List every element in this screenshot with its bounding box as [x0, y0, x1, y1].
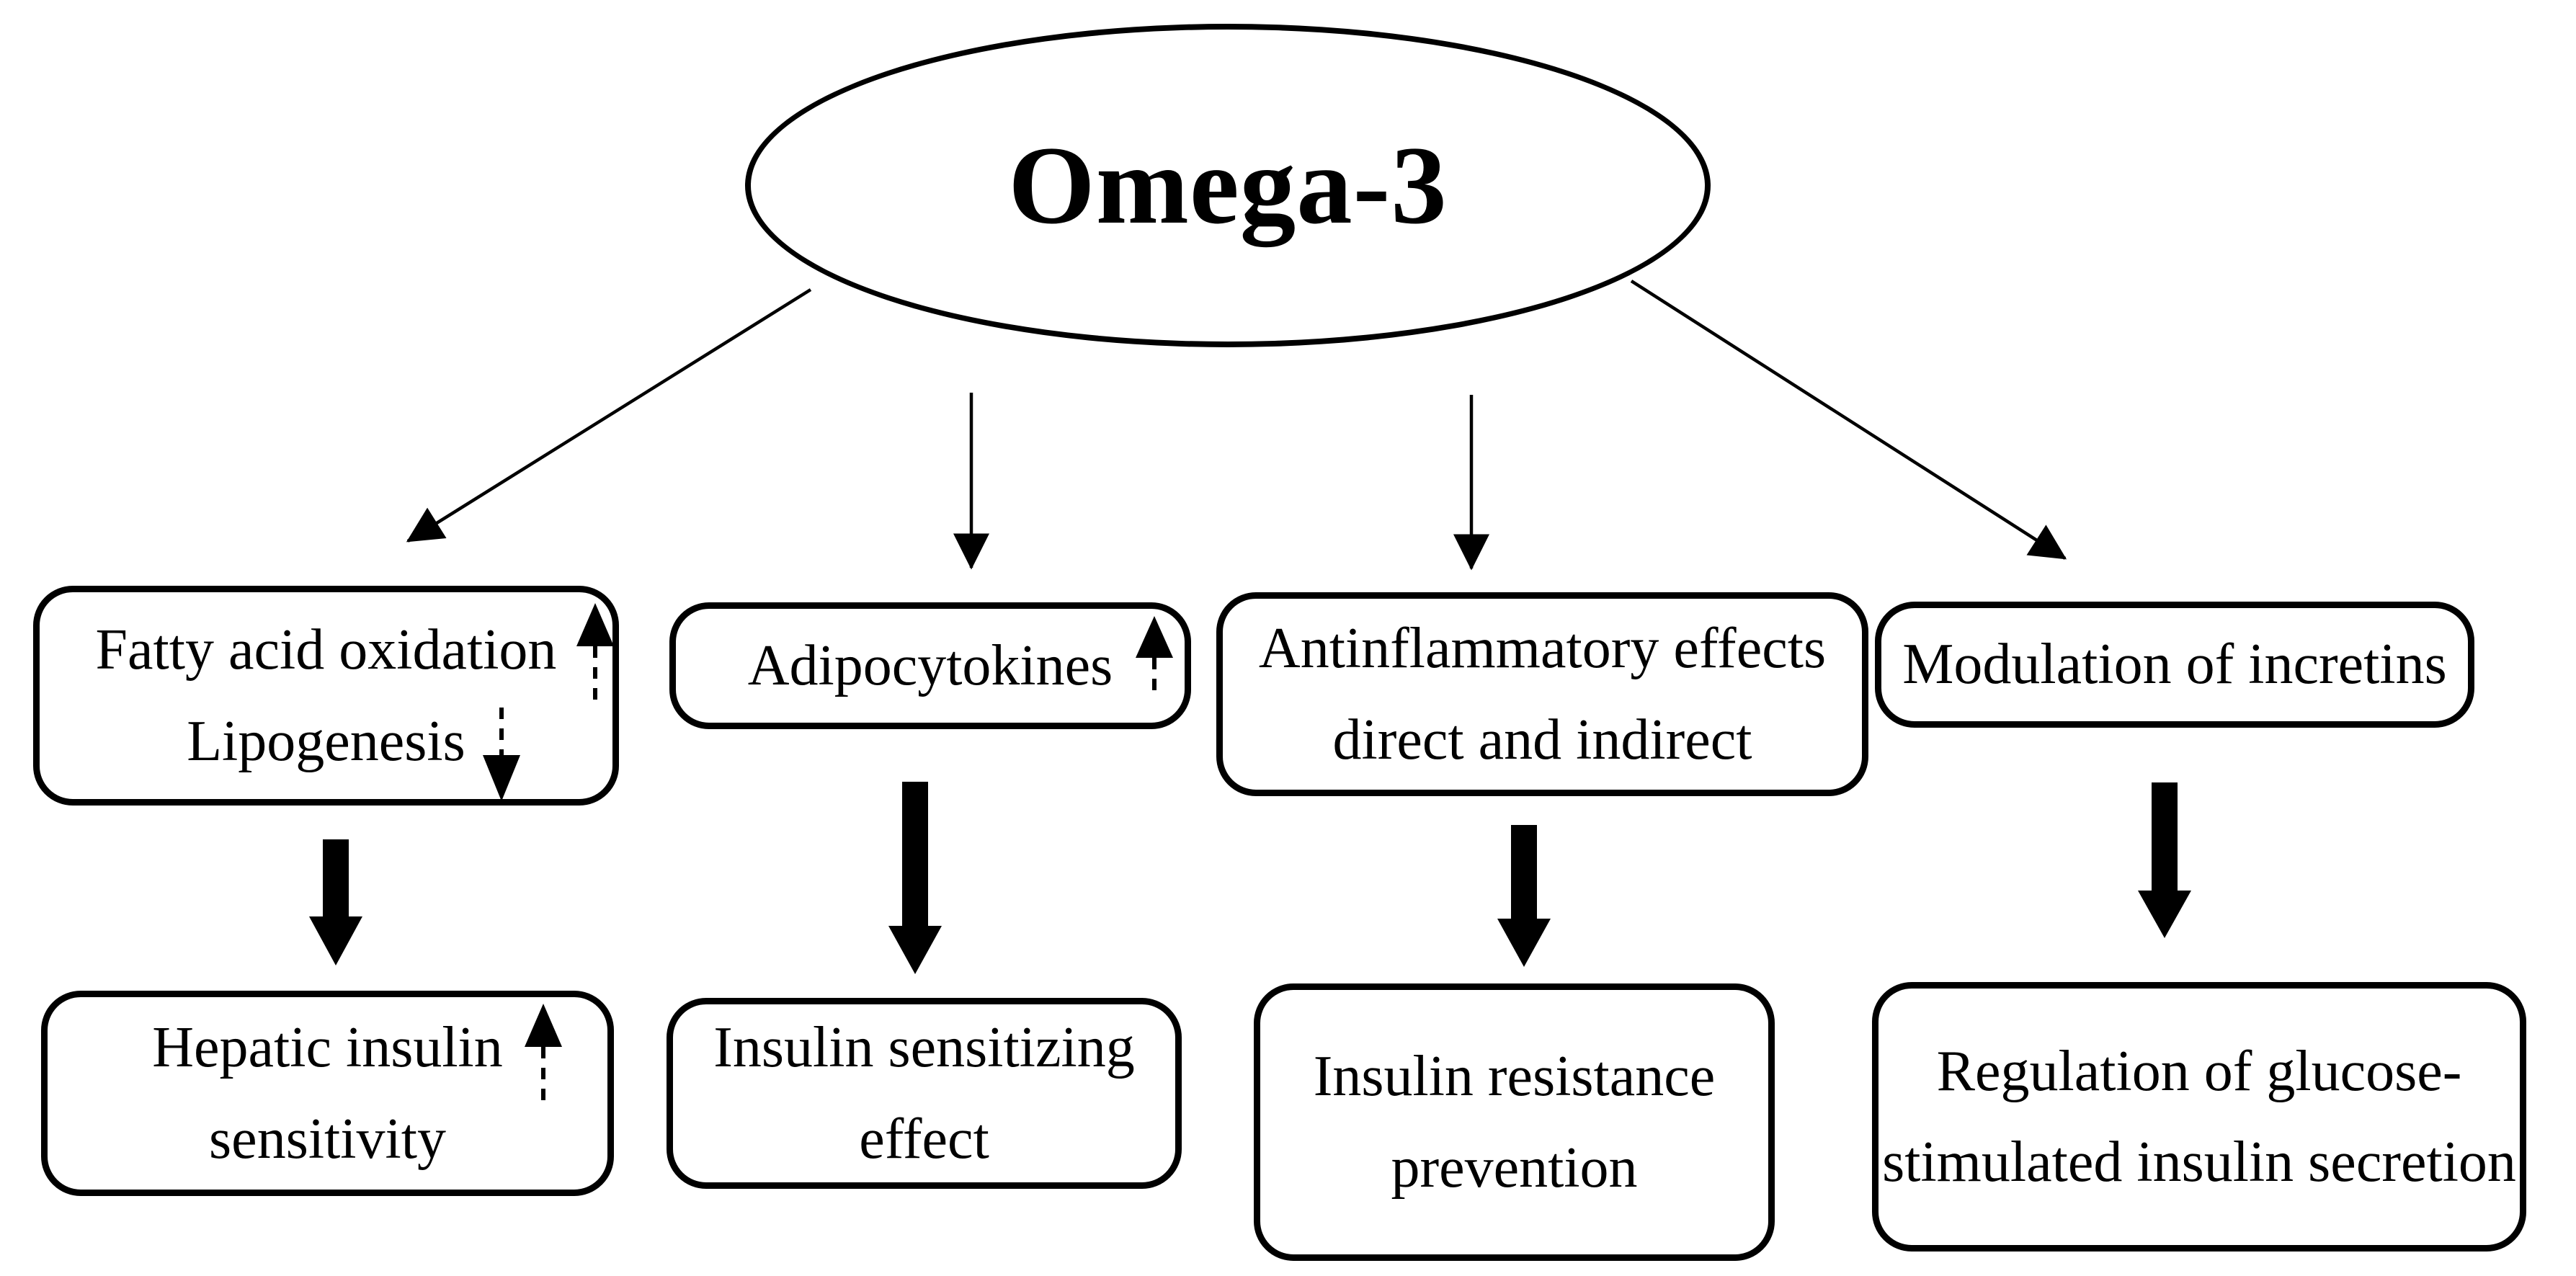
node-line: prevention — [1391, 1123, 1637, 1213]
node-line: Insulin resistance — [1314, 1031, 1716, 1122]
block-arrow-incretins-to-regulation — [2138, 782, 2191, 938]
node-line: stimulated insulin secretion — [1882, 1117, 2516, 1208]
node-regulation-of-gsis: Regulation of glucose- stimulated insuli… — [1872, 982, 2526, 1252]
arrow-omega3-to-fatty-acid — [406, 288, 812, 543]
node-line-text: direct and indirect — [1332, 708, 1752, 772]
node-line-text: Adipocytokines — [747, 633, 1113, 697]
node-line-text: Antinflammatory effects — [1258, 617, 1827, 681]
node-line-text: effect — [859, 1107, 989, 1171]
node-line-text: Insulin sensitizing — [713, 1016, 1135, 1080]
node-line-text: prevention — [1391, 1136, 1638, 1200]
node-hepatic-insulin-sensitivity: Hepatic insulin sensitivity — [41, 991, 614, 1196]
node-fatty-acid-lipogenesis: Fatty acid oxidation Lipogenesis — [33, 586, 619, 806]
root-node-label: Omega-3 — [1008, 123, 1448, 247]
node-line: direct and indirect — [1333, 695, 1752, 785]
increase-arrow-icon — [576, 603, 615, 709]
node-insulin-sensitizing-effect: Insulin sensitizing effect — [667, 998, 1182, 1189]
node-line-text: Insulin resistance — [1313, 1045, 1716, 1109]
block-arrow-adipocytokines-to-sensitizing — [888, 782, 942, 974]
root-node-omega3: Omega-3 — [745, 24, 1711, 347]
node-line-text: sensitivity — [209, 1107, 446, 1171]
node-modulation-of-incretins: Modulation of incretins — [1875, 602, 2474, 728]
node-line: sensitivity — [209, 1094, 446, 1184]
decrease-arrow-icon — [482, 707, 520, 801]
node-antinflammatory-effects: Antinflammatory effects direct and indir… — [1216, 592, 1868, 796]
arrow-omega3-to-incretins — [1630, 280, 2067, 560]
node-line-text: Hepatic insulin — [152, 1016, 503, 1080]
block-arrow-fatty-acid-to-hepatic — [309, 839, 362, 965]
node-insulin-resistance-prevention: Insulin resistance prevention — [1254, 983, 1775, 1261]
node-line: Regulation of glucose- — [1937, 1026, 2462, 1117]
node-line: Antinflammatory effects — [1259, 603, 1826, 694]
node-line: Fatty acid oxidation — [95, 603, 615, 709]
node-line: Lipogenesis — [187, 696, 520, 801]
node-line-text: stimulated insulin secretion — [1882, 1130, 2516, 1194]
increase-arrow-icon — [1136, 615, 1174, 700]
node-line-text: Modulation of incretins — [1902, 633, 2447, 697]
node-line-text: Lipogenesis — [187, 709, 465, 773]
node-line: Hepatic insulin — [152, 1002, 562, 1110]
node-adipocytokines: Adipocytokines — [669, 602, 1191, 729]
node-line: Modulation of incretins — [1902, 619, 2446, 710]
node-line: Insulin sensitizing — [713, 1002, 1134, 1093]
block-arrow-antinflammatory-to-resistance — [1497, 825, 1551, 967]
increase-arrow-icon — [524, 1004, 562, 1110]
node-line: Adipocytokines — [747, 615, 1174, 711]
node-line-text: Regulation of glucose- — [1936, 1039, 2462, 1103]
node-line-text: Fatty acid oxidation — [95, 618, 557, 682]
node-line: effect — [859, 1094, 989, 1184]
